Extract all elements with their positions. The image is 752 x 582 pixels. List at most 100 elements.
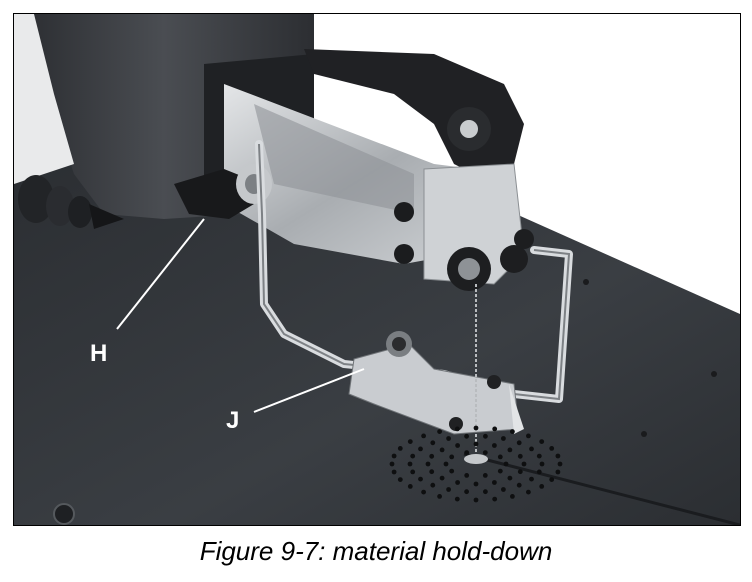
insert-hole: [430, 440, 436, 446]
insert-hole: [418, 476, 423, 482]
saw-table: [14, 124, 740, 525]
insert-hole: [407, 461, 413, 467]
pivot-nut: [460, 120, 478, 138]
insert-hole: [418, 446, 423, 452]
insert-hole: [526, 489, 531, 495]
insert-hole: [473, 481, 479, 487]
material-hold-down-photo: [14, 14, 740, 525]
insert-hole: [536, 453, 542, 459]
insert-hole: [521, 461, 527, 467]
insert-hole: [529, 446, 534, 452]
arm-bolt-2: [394, 244, 414, 264]
insert-hole: [455, 480, 460, 485]
insert-hole: [397, 446, 403, 451]
insert-hole: [526, 433, 531, 439]
insert-hole: [443, 461, 449, 467]
blade-slot: [464, 454, 488, 464]
insert-hole: [492, 443, 497, 448]
guide-roller-2: [500, 245, 528, 273]
table-insert-holes: [389, 425, 563, 503]
insert-hole: [492, 496, 498, 502]
insert-hole: [464, 473, 470, 478]
guide-roller-hub: [458, 258, 480, 280]
insert-hole: [439, 447, 445, 453]
insert-hole: [421, 489, 426, 495]
insert-hole: [389, 461, 395, 467]
insert-hole: [473, 497, 479, 503]
insert-hole: [425, 461, 431, 467]
insert-hole: [421, 433, 426, 439]
insert-hole: [497, 468, 503, 474]
insert-hole: [464, 433, 469, 439]
insert-hole: [454, 496, 460, 502]
insert-hole: [455, 443, 460, 448]
insert-hole: [391, 469, 397, 475]
callout-h-label: H: [90, 340, 108, 367]
insert-hole: [517, 469, 523, 475]
callout-h-leader: [116, 218, 205, 330]
insert-hole: [407, 439, 413, 444]
body-highlight: [14, 14, 74, 184]
insert-hole: [429, 453, 435, 459]
insert-hole: [473, 441, 479, 447]
table-seam: [463, 452, 740, 525]
insert-hole: [536, 469, 542, 475]
insert-hole: [446, 436, 451, 441]
insert-hole: [517, 453, 523, 459]
insert-hole: [449, 454, 455, 460]
table-hole-3: [711, 371, 717, 377]
insert-hole: [464, 450, 470, 455]
blower-hose: [18, 175, 124, 229]
insert-hole: [539, 439, 545, 444]
insert-hole: [510, 494, 515, 499]
insert-hole: [437, 494, 442, 499]
insert-hole: [492, 426, 498, 432]
insert-hole: [429, 469, 435, 475]
insert-hole: [482, 473, 488, 478]
insert-hole: [507, 447, 513, 453]
insert-hole: [410, 469, 416, 475]
table-hole-2: [641, 431, 647, 437]
insert-hole: [437, 429, 442, 434]
insert-hole: [439, 475, 445, 481]
insert-hole: [446, 487, 451, 492]
insert-hole: [497, 454, 503, 460]
insert-hole: [391, 453, 397, 459]
insert-hole: [492, 480, 497, 485]
insert-hole: [555, 469, 561, 475]
table-screw: [53, 503, 75, 525]
insert-hole: [516, 440, 522, 446]
insert-hole: [557, 461, 563, 467]
insert-hole: [539, 484, 545, 489]
insert-hole: [529, 476, 534, 482]
insert-hole: [501, 436, 506, 441]
figure-caption: Figure 9-7: material hold-down: [199, 536, 553, 566]
insert-hole: [454, 426, 460, 432]
insert-hole: [507, 475, 513, 481]
insert-hole: [473, 425, 479, 431]
insert-hole: [501, 487, 506, 492]
callout-j-leader: [253, 368, 365, 413]
callout-j-label: J: [226, 407, 240, 434]
insert-hole: [503, 461, 509, 467]
figure-photo-frame: H J: [13, 13, 741, 526]
arm-bolt-1: [394, 202, 414, 222]
insert-hole: [483, 489, 488, 495]
insert-hole: [516, 482, 522, 488]
insert-hole: [449, 468, 455, 474]
insert-hole: [510, 429, 515, 434]
arm-web: [254, 104, 414, 214]
guide-roller-3: [514, 229, 534, 249]
insert-hole: [549, 477, 555, 482]
insert-hole: [483, 433, 488, 439]
insert-hole: [482, 450, 488, 455]
insert-hole: [410, 453, 416, 459]
insert-hole: [464, 489, 469, 495]
table-hole-1: [583, 279, 589, 285]
insert-hole: [555, 453, 561, 459]
insert-hole: [539, 461, 545, 467]
insert-hole: [430, 482, 436, 488]
insert-hole: [407, 484, 413, 489]
insert-hole: [549, 446, 555, 451]
insert-hole: [397, 477, 403, 482]
